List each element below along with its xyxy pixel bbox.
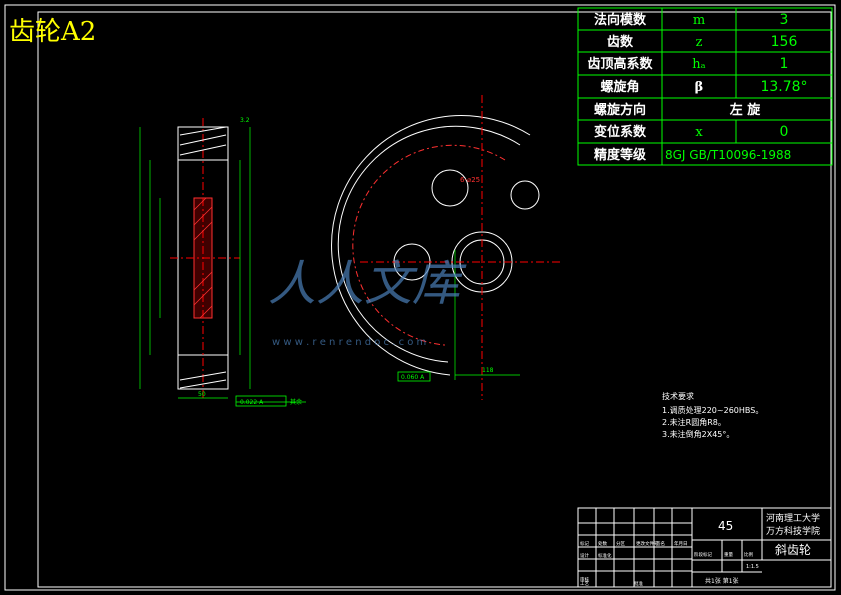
- param-value: 0: [780, 124, 789, 140]
- param-name: 变位系数: [594, 124, 647, 140]
- scale-text: 1:1.5: [746, 564, 759, 570]
- part-name: 斜齿轮: [775, 543, 811, 557]
- title-block-label: 比例: [744, 551, 753, 558]
- params-table: [577, 7, 833, 166]
- material-text: 45: [718, 519, 733, 533]
- title-block-label: 签名: [656, 540, 665, 547]
- title-block-label: 标准化: [598, 552, 612, 559]
- param-value: 156: [771, 34, 798, 50]
- dim-width-text: 50: [198, 391, 206, 398]
- param-name: 齿顶高系数: [587, 56, 653, 72]
- tech-items: 1.调质处理220~260HBS。 2.未注R圆角R8。 3.未注倒角2X45°。: [662, 405, 763, 439]
- watermark-url: w w w . r e n r e n d o c . c o m: [272, 337, 426, 348]
- outer-border: [4, 4, 836, 591]
- title-block-label: 分区: [616, 540, 625, 547]
- tolerance-center-text: 0.060 A: [401, 374, 425, 381]
- sheet-text: 共1张 第1张: [705, 577, 739, 585]
- tech-heading: 技术要求: [662, 391, 694, 401]
- tolerance-left-text: 0.022 A: [240, 399, 264, 406]
- title-block-label: 处数: [598, 540, 607, 547]
- tech-item: 2.未注R圆角R8。: [662, 417, 726, 427]
- gear-front-view: [331, 95, 560, 400]
- title-block-label: 批准: [634, 580, 643, 587]
- param-name: 螺旋方向: [594, 102, 646, 118]
- title-block-label: 标记: [580, 540, 589, 547]
- param-value: 13.78°: [760, 79, 807, 95]
- param-symbol: x: [695, 125, 703, 140]
- param-value: 1: [780, 56, 789, 72]
- gear-section-view: [139, 118, 306, 403]
- watermark-logo: 人人文库: [268, 256, 467, 312]
- inner-border: [37, 11, 832, 588]
- param-value: 3: [780, 12, 789, 28]
- drawing-title: 齿轮A2: [9, 17, 96, 47]
- title-block-label: 设计: [580, 552, 589, 559]
- param-symbol: β: [695, 80, 704, 95]
- title-block-label: 工艺: [580, 581, 589, 587]
- param-value: 左 旋: [730, 102, 762, 118]
- title-block: [577, 507, 832, 588]
- ra-top-text: 3.2: [240, 117, 250, 124]
- param-symbol: hₐ: [692, 57, 705, 72]
- params-rows: 法向模数 m 3 齿数 z 156 齿顶高系数 hₐ 1 螺旋角 β 13.78° 螺旋方向 左 旋变位系…: [587, 12, 807, 163]
- param-value: 8GJ GB/T10096-1988: [665, 148, 791, 162]
- title-block-label: 重量: [724, 551, 733, 558]
- tech-item: 3.未注倒角2X45°。: [662, 429, 734, 439]
- school-line2: 万方科技学院: [766, 525, 820, 537]
- tolerance-box-center: [397, 371, 431, 382]
- param-name: 螺旋角: [600, 79, 639, 95]
- title-block-label: 阶段标记: [694, 551, 712, 558]
- tolerance-box-left: [235, 395, 287, 407]
- title-block-label: 审核: [580, 576, 589, 583]
- title-block-label: 年月日: [674, 540, 688, 547]
- hole-label-text: 6-⌀25: [460, 176, 480, 184]
- param-name: 法向模数: [594, 12, 647, 28]
- param-name: 齿数: [607, 34, 634, 50]
- dim-keyway-text: 118: [482, 367, 494, 374]
- param-symbol: m: [693, 13, 705, 28]
- tech-item: 1.调质处理220~260HBS。: [662, 405, 763, 415]
- right-note-text: 其余: [290, 398, 302, 406]
- school-line1: 河南理工大学: [766, 512, 820, 524]
- param-symbol: z: [696, 35, 703, 50]
- param-name: 精度等级: [594, 147, 647, 163]
- title-block-label: 更改文件号: [636, 540, 659, 547]
